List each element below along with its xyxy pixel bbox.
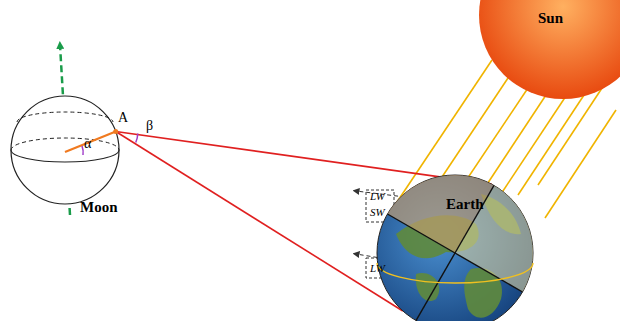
sun-disc: Sun bbox=[478, 0, 620, 100]
moon-shape bbox=[10, 95, 120, 205]
angle-arc bbox=[136, 134, 138, 143]
point-label: A bbox=[118, 110, 128, 126]
radiation-label: LW bbox=[370, 190, 385, 202]
sight-line bbox=[116, 132, 403, 311]
body-name: Earth bbox=[446, 196, 484, 213]
earth-globe: Earth bbox=[376, 174, 534, 321]
radiation-label: SW bbox=[370, 206, 385, 218]
sight-line bbox=[116, 132, 492, 185]
body-name: Sun bbox=[538, 10, 563, 27]
radiation-label: LW bbox=[370, 262, 385, 274]
body-name: Moon bbox=[80, 199, 118, 216]
angle-label: β bbox=[146, 118, 153, 134]
moon-sphere: Moon bbox=[10, 95, 120, 205]
angle-label: α bbox=[84, 136, 91, 152]
